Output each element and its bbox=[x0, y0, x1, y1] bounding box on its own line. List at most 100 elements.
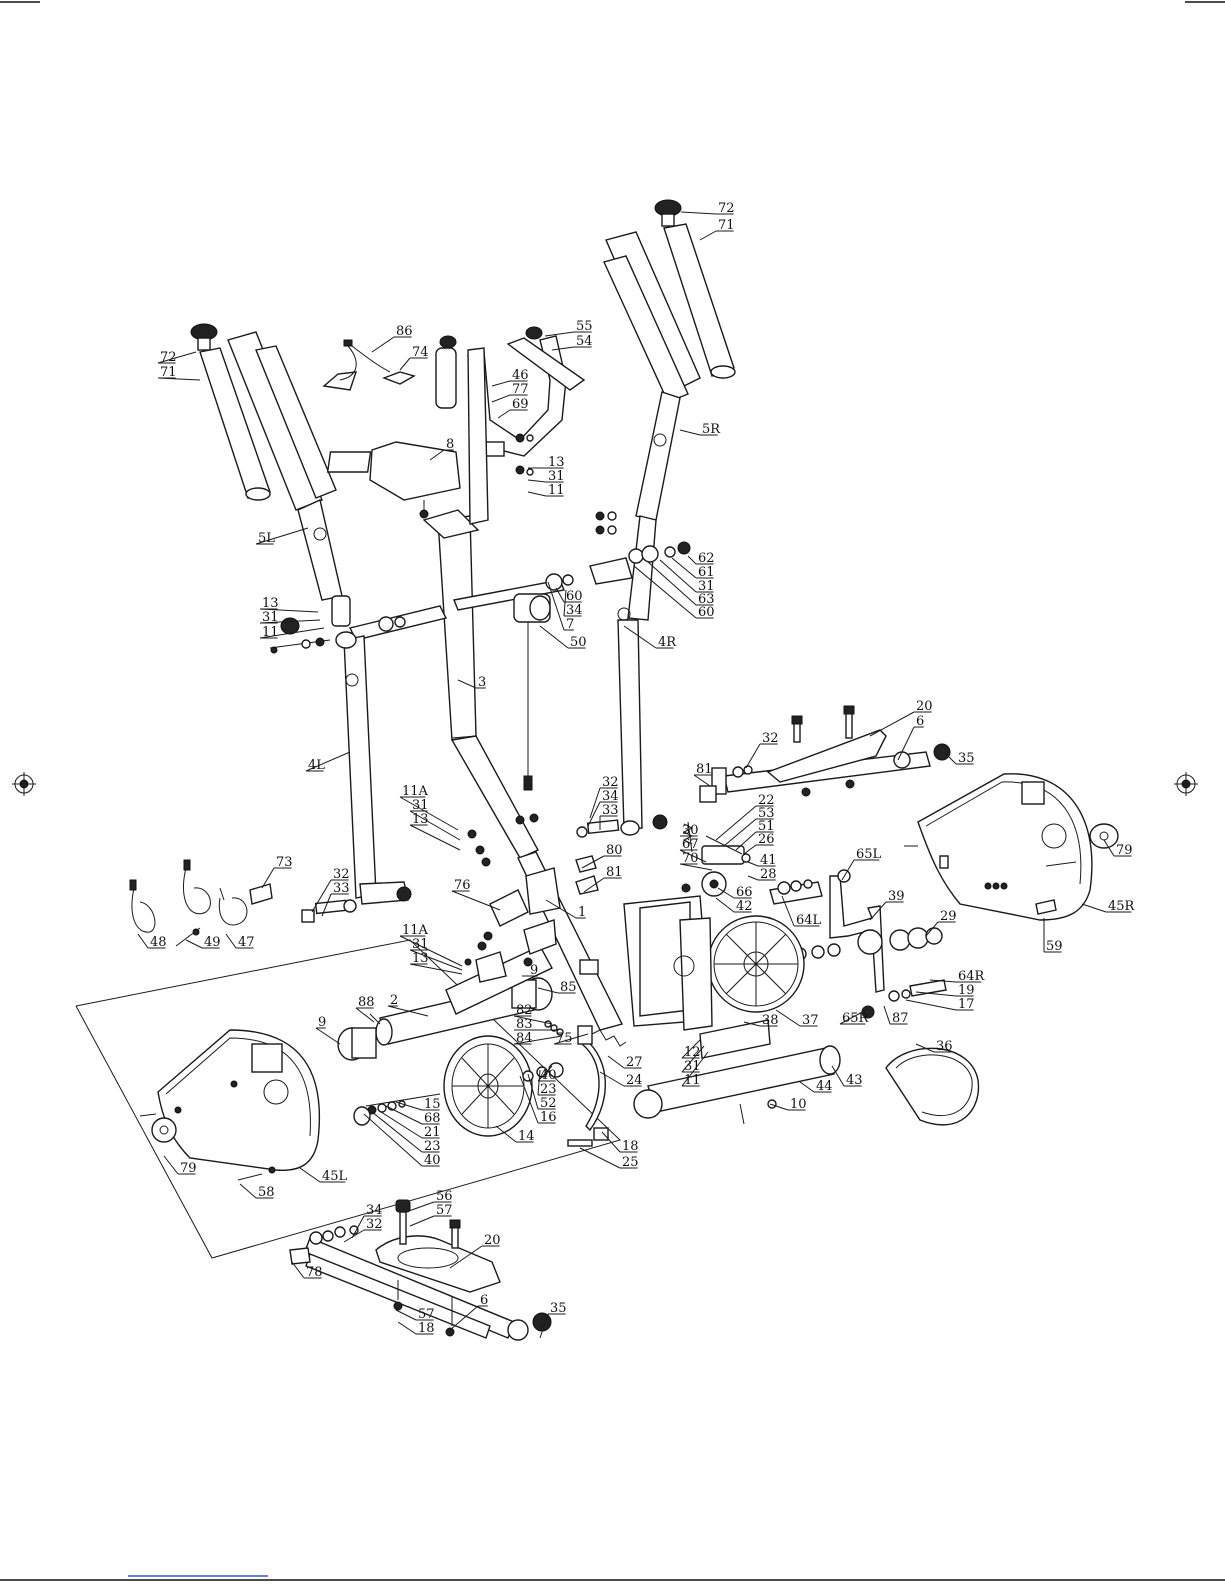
leader-line bbox=[915, 991, 957, 997]
leader-line bbox=[355, 1007, 375, 1023]
leader-line bbox=[343, 1229, 365, 1243]
leader-line bbox=[259, 627, 325, 639]
leader-line bbox=[841, 859, 855, 881]
leader-line bbox=[723, 818, 757, 847]
part-label: 45L bbox=[322, 1169, 348, 1184]
part-label: 10 bbox=[790, 1097, 807, 1112]
part-label: 30 bbox=[682, 823, 699, 838]
right-side-cover bbox=[904, 773, 1119, 921]
part-label: 76 bbox=[454, 878, 471, 893]
leader-line bbox=[775, 1009, 801, 1027]
leader-line bbox=[555, 587, 565, 603]
part-label: 49 bbox=[204, 935, 221, 950]
part-label: 8 bbox=[446, 437, 454, 452]
part-label: 22 bbox=[758, 793, 775, 808]
leader-line bbox=[715, 897, 735, 913]
leader-line bbox=[553, 1033, 589, 1045]
leader-line bbox=[581, 855, 605, 869]
leader-line bbox=[399, 935, 463, 967]
front-stabilizer bbox=[633, 1045, 841, 1125]
part-label: 37 bbox=[802, 1013, 819, 1028]
part-label: 13 bbox=[262, 596, 279, 611]
left-pedal-assembly bbox=[289, 1199, 552, 1341]
leader-line bbox=[589, 787, 601, 819]
leader-line bbox=[699, 230, 717, 241]
leader-line bbox=[527, 479, 547, 483]
part-label: 12 bbox=[684, 1045, 701, 1060]
leader-line bbox=[633, 565, 697, 619]
leader-line bbox=[781, 895, 795, 927]
leader-line bbox=[225, 933, 237, 949]
leader-line bbox=[869, 711, 915, 737]
leader-line bbox=[583, 877, 605, 893]
leader-line bbox=[599, 1071, 625, 1087]
leader-line bbox=[395, 1309, 417, 1321]
leader-line bbox=[587, 801, 601, 827]
part-label: 59 bbox=[1046, 939, 1063, 954]
leader-line bbox=[519, 1075, 539, 1124]
leader-line bbox=[513, 1035, 563, 1045]
part-label: 25 bbox=[622, 1155, 639, 1170]
leader-line bbox=[537, 1069, 541, 1096]
left-assembly-outline bbox=[75, 939, 621, 1259]
part-label: 50 bbox=[570, 635, 587, 650]
part-label: 35 bbox=[550, 1301, 567, 1316]
part-label: 52 bbox=[540, 1096, 557, 1111]
frame-base bbox=[579, 895, 771, 1059]
leader-line bbox=[451, 890, 501, 911]
part-label: 32 bbox=[333, 867, 350, 882]
center-handlebar bbox=[435, 326, 586, 457]
part-label: 84 bbox=[516, 1031, 533, 1046]
part-label: 45R bbox=[1108, 899, 1136, 914]
leader-line bbox=[513, 1015, 553, 1025]
part-label: 4R bbox=[658, 635, 677, 650]
leader-line bbox=[409, 810, 461, 841]
part-label: 79 bbox=[1116, 843, 1133, 858]
fastener-clusters bbox=[467, 433, 617, 867]
part-label: 64L bbox=[796, 913, 822, 928]
idler-assembly bbox=[575, 821, 751, 897]
part-label: 62 bbox=[698, 551, 715, 566]
part-label: 81 bbox=[606, 865, 623, 880]
part-label: 65L bbox=[856, 847, 882, 862]
part-label: 28 bbox=[760, 867, 777, 882]
leader-line bbox=[563, 589, 567, 617]
part-label: 44 bbox=[816, 1079, 833, 1094]
leader-line bbox=[623, 625, 657, 649]
part-label: 34 bbox=[602, 789, 619, 804]
left-side-cover bbox=[139, 1029, 321, 1181]
leader-line bbox=[681, 1051, 709, 1087]
leader-line bbox=[743, 1021, 761, 1027]
part-label: 32 bbox=[762, 731, 779, 746]
leader-line bbox=[693, 774, 711, 787]
part-label: 11 bbox=[262, 625, 279, 640]
leader-line bbox=[747, 861, 759, 867]
leader-line bbox=[545, 899, 577, 919]
part-label: 18 bbox=[418, 1321, 435, 1336]
leader-line bbox=[409, 1215, 435, 1227]
leader-line bbox=[261, 867, 275, 889]
right-lower-arm bbox=[576, 607, 668, 838]
part-label: 26 bbox=[758, 832, 775, 847]
leader-line bbox=[291, 1261, 305, 1279]
part-label: 19 bbox=[958, 983, 975, 998]
part-label: 68 bbox=[424, 1111, 441, 1126]
console-display bbox=[326, 441, 461, 519]
part-label: 34 bbox=[366, 1203, 383, 1218]
leader-line bbox=[579, 1147, 621, 1169]
leader-line bbox=[883, 1005, 891, 1025]
leader-line bbox=[735, 831, 757, 851]
part-label: 31 bbox=[684, 1059, 701, 1074]
drive-pulley bbox=[707, 915, 805, 1013]
leader-line bbox=[539, 1313, 549, 1339]
leader-line bbox=[491, 394, 511, 403]
part-label: 43 bbox=[846, 1073, 863, 1088]
leader-line bbox=[659, 559, 697, 593]
part-label: 74 bbox=[412, 345, 429, 360]
leader-line bbox=[747, 875, 759, 881]
part-label: 9 bbox=[318, 1015, 326, 1030]
leader-line bbox=[915, 1043, 935, 1053]
part-label: 9 bbox=[530, 963, 538, 978]
leader-line bbox=[351, 1215, 365, 1239]
